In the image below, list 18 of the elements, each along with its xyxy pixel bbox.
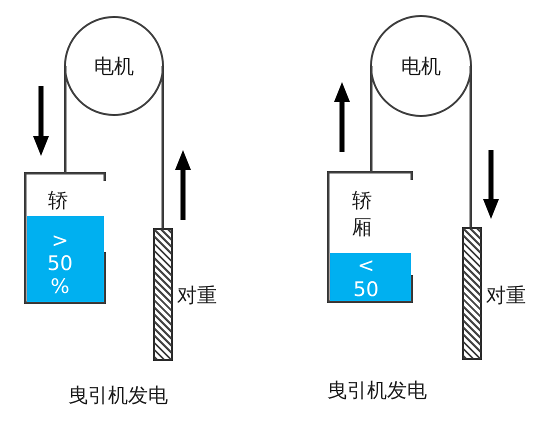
caption-text: 曳引机发电	[327, 378, 427, 402]
car-label: 轿	[48, 186, 69, 214]
car-label: 轿厢	[352, 186, 373, 240]
caption-text: 曳引机发电	[68, 383, 168, 407]
load-label: > 50 %	[46, 229, 74, 298]
motor-circle	[370, 15, 472, 117]
load-fill	[26, 216, 104, 302]
motor-circle	[64, 16, 164, 116]
motor-label: 电机	[94, 54, 134, 78]
counterweight-label: 对重	[486, 283, 526, 307]
elevator-car	[327, 171, 413, 303]
motor-label: 电机	[401, 54, 441, 78]
counterweight-bar	[462, 227, 482, 360]
load-fill	[330, 253, 410, 300]
counterweight-label: 对重	[177, 283, 217, 307]
load-label: < 50	[352, 253, 380, 301]
elevator-car	[24, 172, 106, 304]
counterweight-bar	[153, 228, 173, 361]
